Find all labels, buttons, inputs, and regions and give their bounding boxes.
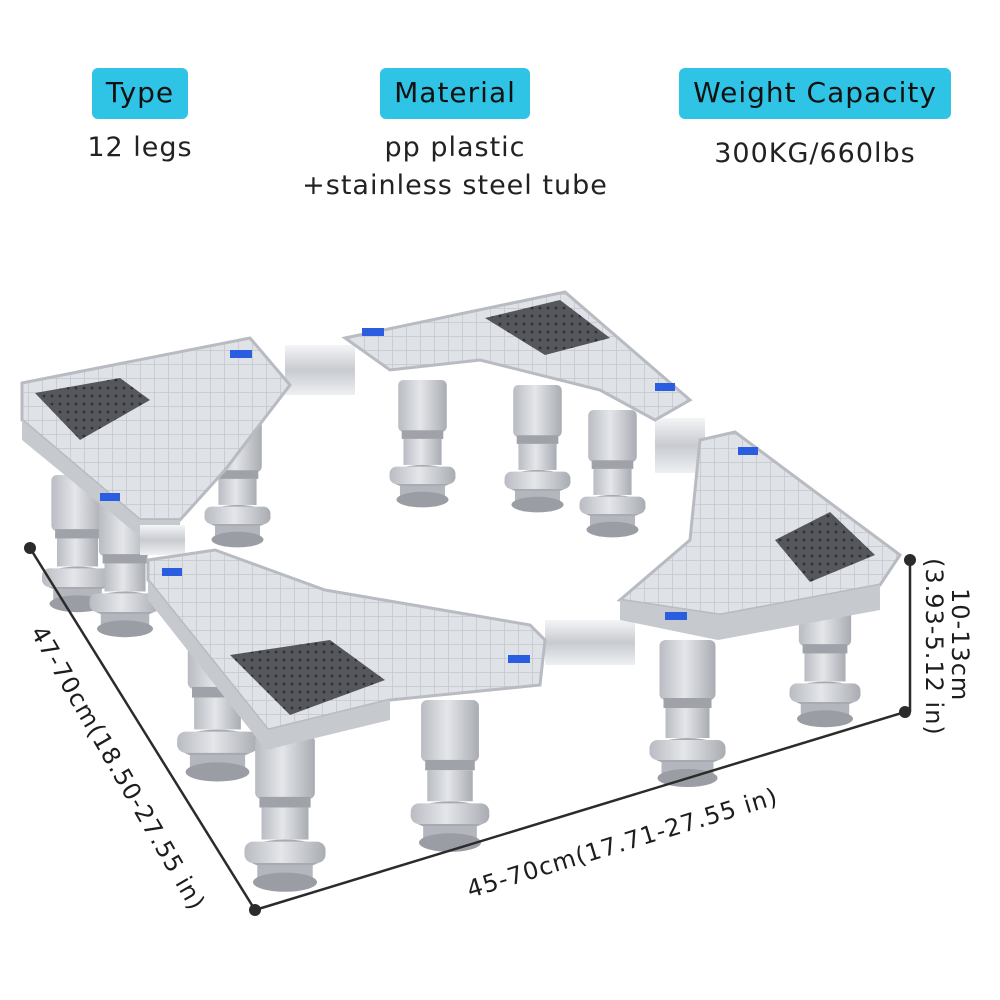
- material-value-line1: pp plastic: [384, 132, 526, 163]
- width-line: [254, 710, 906, 912]
- type-badge: Type: [91, 68, 189, 119]
- depth-endpoint-top: [24, 542, 36, 554]
- pad-right: [775, 512, 875, 582]
- pad-back-right: [485, 300, 610, 355]
- tray-right-edge: [620, 585, 880, 640]
- material-badge: Material: [380, 68, 530, 119]
- accent-7: [738, 447, 758, 455]
- pad-back-left: [35, 378, 150, 440]
- spec-material: Material pp plastic +stainless steel tub…: [290, 68, 620, 205]
- leg-4: [579, 410, 646, 538]
- pad-front: [230, 640, 385, 715]
- depth-line: [28, 547, 257, 911]
- tray-back-left-edge: [22, 420, 180, 535]
- accent-5: [162, 568, 182, 576]
- weight-value: 300KG/660lbs: [714, 138, 916, 169]
- accent-2: [100, 493, 120, 501]
- tube-back-left: [285, 345, 355, 395]
- spec-weight: Weight Capacity 300KG/660lbs: [670, 68, 960, 173]
- depth-label: 47-70cm(18.50-27.55 in): [25, 621, 211, 915]
- leg-9: [410, 700, 490, 852]
- accent-6: [508, 655, 530, 663]
- width-endpoint-right: [899, 706, 911, 718]
- accent-4: [655, 383, 675, 391]
- corner-endpoint: [249, 904, 261, 916]
- leg-8: [244, 735, 326, 892]
- leg-3: [504, 385, 571, 513]
- accent-3: [362, 328, 384, 336]
- tube-front-left: [140, 525, 185, 555]
- height-endpoint-top: [904, 554, 916, 566]
- width-label: 45-70cm(17.71-27.55 in): [464, 782, 782, 903]
- tray-back-right: [341, 290, 693, 422]
- spec-type: Type 12 legs: [70, 68, 210, 167]
- accent-1: [230, 350, 252, 358]
- weight-badge: Weight Capacity: [679, 68, 951, 119]
- leg-2: [389, 380, 456, 508]
- tube-front-right: [545, 620, 635, 665]
- accent-8: [665, 612, 687, 620]
- height-label-line2: (3.93-5.12 in): [920, 558, 948, 736]
- leg-10: [649, 640, 726, 787]
- material-value: pp plastic +stainless steel tube: [290, 129, 620, 205]
- dimension-lines: [24, 542, 916, 916]
- material-value-line2: +stainless steel tube: [302, 170, 608, 201]
- height-label-line1: 10-13cm: [946, 588, 974, 701]
- type-value: 12 legs: [87, 132, 193, 163]
